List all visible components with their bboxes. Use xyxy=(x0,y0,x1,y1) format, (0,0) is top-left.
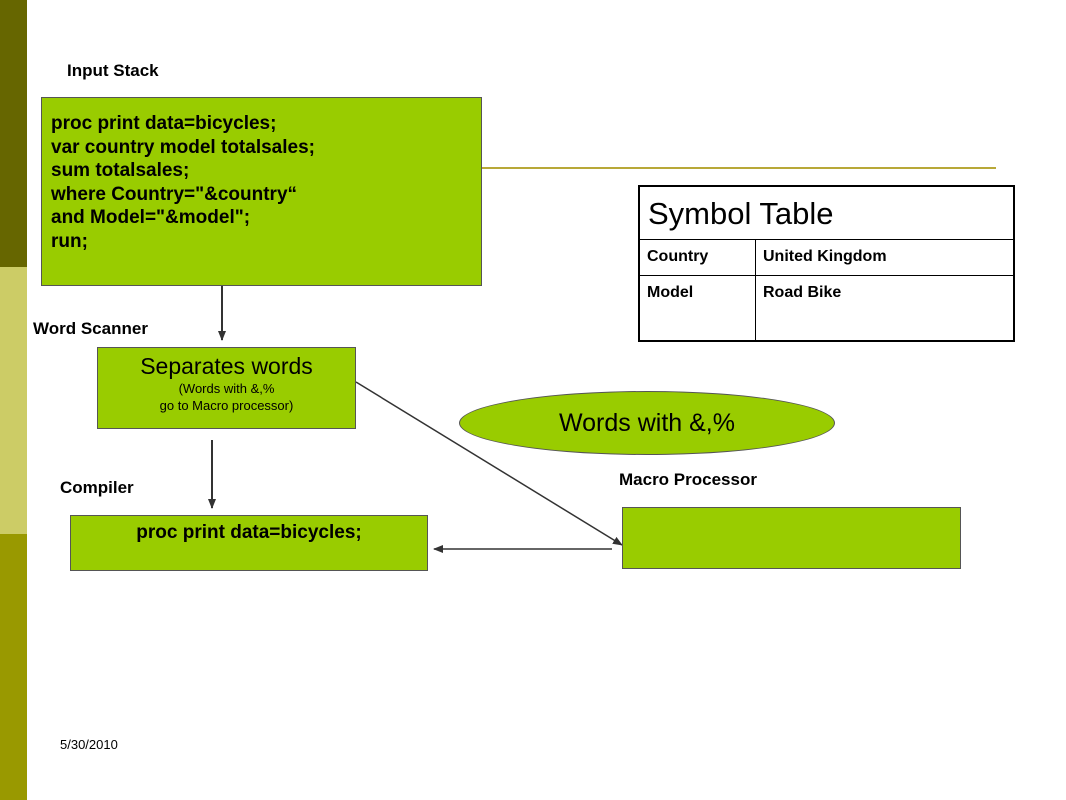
code-line: where Country="&country“ xyxy=(51,183,298,205)
word-scanner-box: Separates words (Words with &,% go to Ma… xyxy=(97,347,356,429)
compiler-code: proc print data=bicycles; xyxy=(136,522,362,543)
scanner-main-text: Separates words xyxy=(140,353,313,379)
word-scanner-label: Word Scanner xyxy=(33,319,148,338)
input-stack-box: proc print data=bicycles; var country mo… xyxy=(41,97,482,286)
symbol-value: Road Bike xyxy=(763,284,842,301)
scanner-sub-text: (Words with &,% xyxy=(178,381,275,396)
symbol-name: Model xyxy=(640,276,756,342)
arrow-scanner-to-macro xyxy=(355,381,623,546)
macro-processor-box xyxy=(622,507,961,569)
code-line: sum totalsales; xyxy=(51,160,190,181)
symbol-table: Symbol Table Country United Kingdom Mode… xyxy=(638,185,1015,342)
footer-date: 5/30/2010 xyxy=(60,737,118,752)
symbol-table-row: Model Road Bike xyxy=(640,276,1013,342)
band-mid xyxy=(0,534,27,800)
compiler-box: proc print data=bicycles; xyxy=(70,515,428,571)
code-line: proc print data=bicycles; xyxy=(51,113,277,134)
compiler-label: Compiler xyxy=(60,478,134,497)
code-line: run; xyxy=(51,230,88,252)
symbol-name: Country xyxy=(640,240,756,275)
symbol-table-row: Country United Kingdom xyxy=(640,240,1013,276)
words-with-macro-oval: Words with &,% xyxy=(459,391,835,455)
band-light xyxy=(0,267,27,534)
macro-processor-label: Macro Processor xyxy=(619,470,757,489)
symbol-table-title: Symbol Table xyxy=(640,187,1013,240)
input-stack-label: Input Stack xyxy=(67,61,159,80)
code-line: and Model="&model"; xyxy=(51,207,251,228)
scanner-sub-text: go to Macro processor) xyxy=(159,398,294,413)
band-dark xyxy=(0,0,27,267)
code-line: var country model totalsales; xyxy=(51,136,315,158)
symbol-value: United Kingdom xyxy=(763,248,887,265)
